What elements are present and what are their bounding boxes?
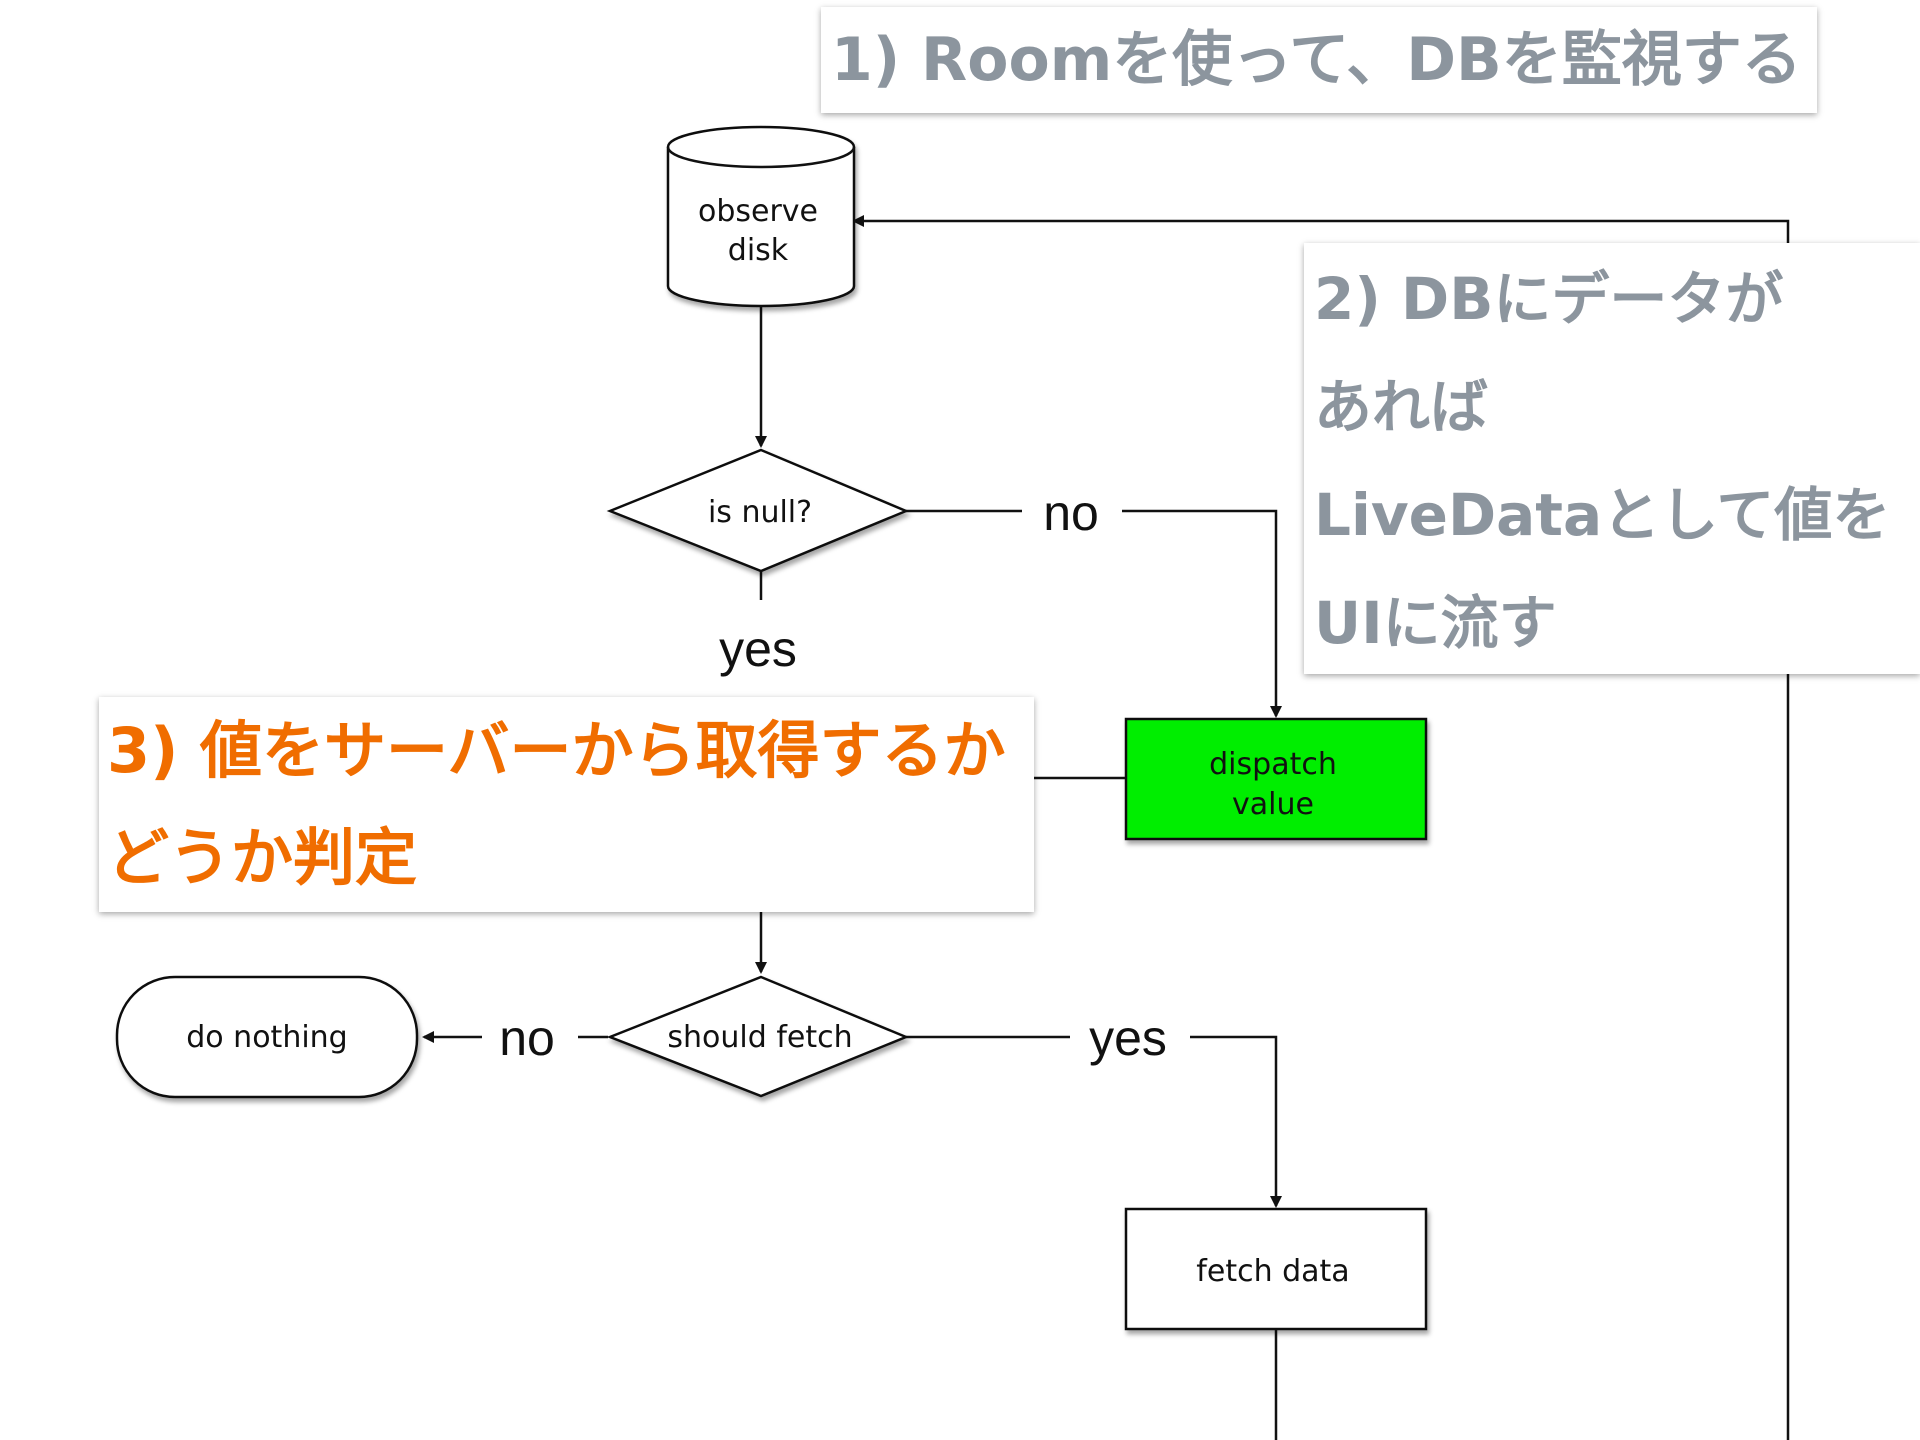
should-fetch-label: should fetch xyxy=(667,1020,852,1055)
is-null-label: is null? xyxy=(708,495,812,530)
callout-step-3-line-2: どうか判定 xyxy=(107,821,418,894)
callout-step-1: 1) Roomを使って、DBを監視する xyxy=(821,7,1817,113)
callout-step-3-line-1: 3) 値をサーバーから取得するか xyxy=(107,714,1006,787)
observe-disk-label-1: observe xyxy=(698,194,818,229)
observe-disk-label-2: disk xyxy=(728,233,789,268)
do-nothing-node: do nothing xyxy=(115,975,419,1099)
do-nothing-label: do nothing xyxy=(186,1020,347,1055)
callout-step-2-line-1: 2) DBにデータが xyxy=(1314,265,1784,333)
fetch-data-label: fetch data xyxy=(1196,1254,1349,1289)
is-null-no-label: no xyxy=(1043,485,1099,541)
edge-loop-back xyxy=(852,215,1790,1440)
callout-step-2-line-4: UIに流す xyxy=(1314,589,1557,657)
observe-disk-node: observe disk xyxy=(666,125,856,308)
dispatch-value-label-1: dispatch xyxy=(1209,747,1337,782)
dispatch-value-label-2: value xyxy=(1232,787,1314,822)
connectors xyxy=(422,215,1790,1440)
should-fetch-yes-label: yes xyxy=(1089,1010,1167,1066)
fetch-data-node: fetch data xyxy=(1124,1207,1428,1331)
is-null-yes-label: yes xyxy=(719,621,797,677)
should-fetch-decision: should fetch xyxy=(606,975,910,1098)
edge-isnull-no-right xyxy=(1122,509,1282,718)
callout-step-3: 3) 値をサーバーから取得するか どうか判定 xyxy=(99,697,1034,912)
edge-shouldfetch-yes-right xyxy=(1190,1035,1282,1208)
should-fetch-no-label: no xyxy=(499,1010,555,1066)
callout-step-2-line-3: LiveDataとして値を xyxy=(1314,481,1891,549)
is-null-decision: is null? xyxy=(606,448,910,573)
callout-step-2-line-2: あれば xyxy=(1314,373,1489,441)
callout-step-2: 2) DBにデータが あれば LiveDataとして値を UIに流す xyxy=(1304,243,1920,674)
dispatch-value-node: dispatch value xyxy=(1124,717,1428,841)
callout-step-1-text: 1) Roomを使って、DBを監視する xyxy=(831,25,1802,95)
